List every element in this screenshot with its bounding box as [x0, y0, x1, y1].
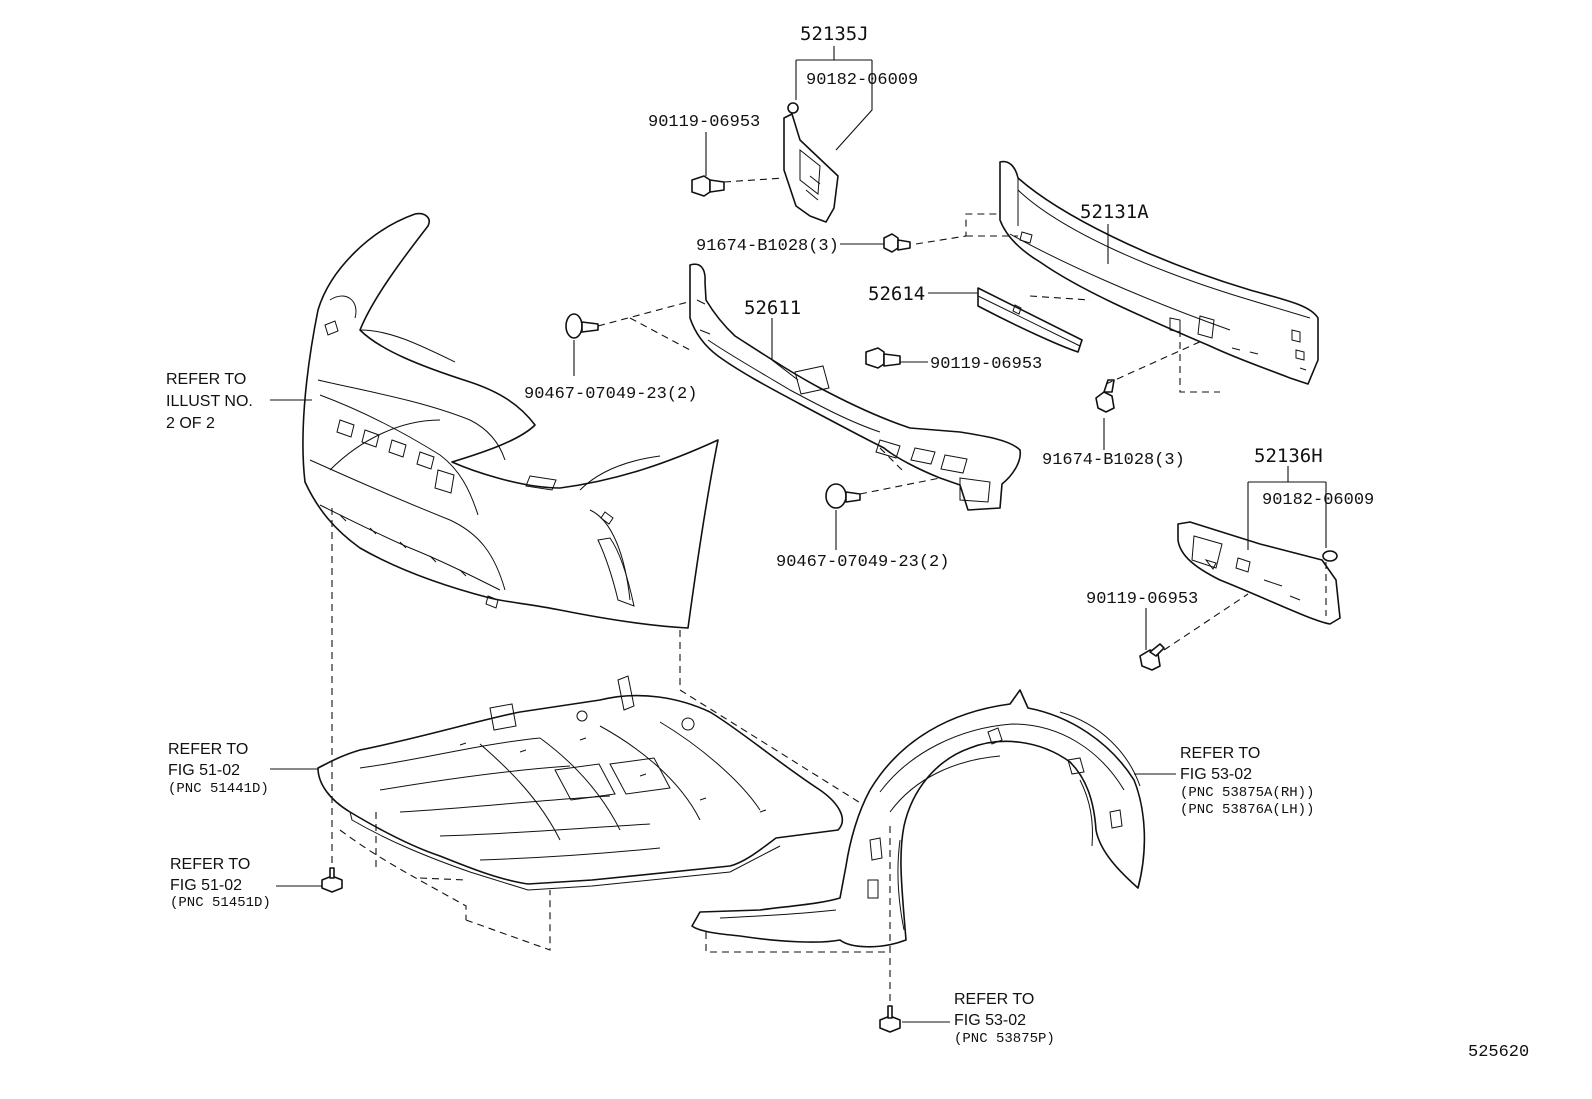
refer-fig51-undercover: REFER TO FIG 51-02 (PNC 51441D)	[168, 741, 269, 797]
label-90119-mid: 90119-06953	[930, 355, 1042, 374]
svg-text:(PNC 53875P): (PNC 53875P)	[954, 1031, 1055, 1047]
refer-fig53-liner: REFER TO FIG 53-02 (PNC 53875A(RH)) (PNC…	[1180, 745, 1314, 818]
svg-text:2 OF 2: 2 OF 2	[166, 415, 215, 432]
svg-text:REFER TO: REFER TO	[1180, 745, 1260, 762]
svg-text:REFER TO: REFER TO	[168, 741, 248, 758]
svg-text:(PNC 51441D): (PNC 51441D)	[168, 781, 269, 797]
part-52135J-bracket	[783, 102, 839, 223]
label-52136H: 52136H	[1254, 445, 1323, 467]
svg-text:FIG 53-02: FIG 53-02	[954, 1012, 1026, 1029]
refer-illust-note: REFER TO ILLUST NO. 2 OF 2	[166, 371, 253, 432]
label-90467-bottom: 90467-07049-23(2)	[776, 553, 949, 572]
svg-text:FIG 51-02: FIG 51-02	[168, 762, 240, 779]
svg-text:(PNC 53875A(RH)): (PNC 53875A(RH))	[1180, 785, 1314, 801]
fender-liner	[691, 689, 1146, 948]
label-90467-top: 90467-07049-23(2)	[524, 385, 697, 404]
label-90182-top: 90182-06009	[806, 71, 918, 90]
part-52131A-reinforcement	[999, 160, 1319, 385]
svg-text:REFER TO: REFER TO	[954, 991, 1034, 1008]
diagram-id: 525620	[1468, 1043, 1529, 1062]
refer-notes: REFER TO ILLUST NO. 2 OF 2 REFER TO FIG …	[166, 371, 1314, 1047]
engine-under-cover	[317, 675, 844, 891]
label-52611: 52611	[744, 297, 801, 319]
label-52135J: 52135J	[800, 23, 869, 45]
label-90119-top: 90119-06953	[648, 113, 760, 132]
svg-text:FIG 53-02: FIG 53-02	[1180, 766, 1252, 783]
svg-text:(PNC 53876A(LH)): (PNC 53876A(LH))	[1180, 802, 1314, 818]
leader-lines	[270, 46, 1327, 1023]
svg-text:(PNC 51451D): (PNC 51451D)	[170, 895, 271, 911]
fasteners	[321, 175, 1165, 1033]
svg-text:FIG 51-02: FIG 51-02	[170, 877, 242, 894]
part-52611-retainer	[689, 263, 1022, 511]
part-52136H-bracket	[1177, 521, 1341, 625]
refer-fig51-clip: REFER TO FIG 51-02 (PNC 51451D)	[170, 856, 271, 911]
label-90182-right: 90182-06009	[1262, 491, 1374, 510]
part-labels: 52135J 90182-06009 90119-06953 91674-B10…	[524, 23, 1529, 1062]
label-52131A: 52131A	[1080, 201, 1149, 223]
label-91674-top: 91674-B1028(3)	[696, 237, 839, 256]
label-90119-right: 90119-06953	[1086, 590, 1198, 609]
part-52614-bracket	[977, 287, 1083, 353]
assembly-lines	[331, 177, 1327, 1004]
refer-fig53-clip: REFER TO FIG 53-02 (PNC 53875P)	[954, 991, 1055, 1047]
svg-text:ILLUST NO.: ILLUST NO.	[166, 393, 253, 410]
svg-text:REFER TO: REFER TO	[170, 856, 250, 873]
label-91674-mid: 91674-B1028(3)	[1042, 451, 1185, 470]
svg-text:REFER TO: REFER TO	[166, 371, 246, 388]
bumper-cover	[302, 212, 719, 629]
label-52614: 52614	[868, 283, 925, 305]
